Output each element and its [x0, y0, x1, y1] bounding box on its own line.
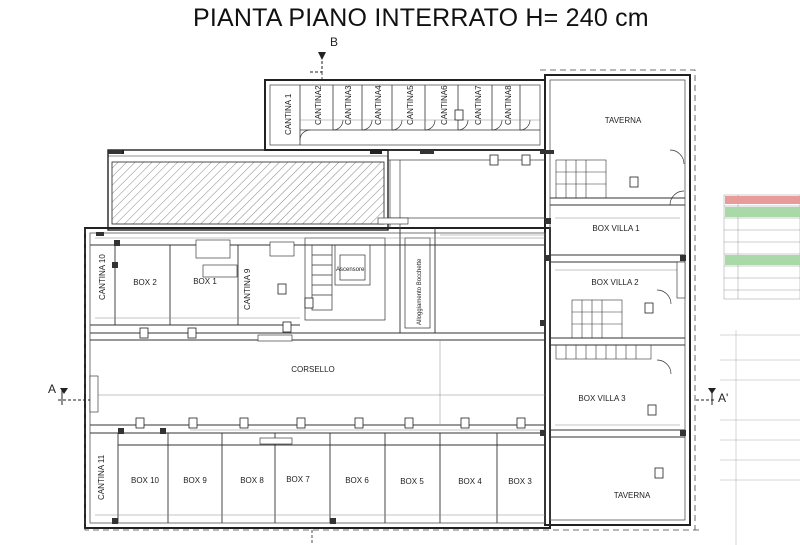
cantina-4-label: CANTINA4: [374, 85, 383, 125]
legend-tail-lines: [720, 330, 800, 545]
box-2-label: BOX 2: [133, 278, 157, 287]
cantina-7-label: CANTINA7: [474, 85, 483, 125]
taverna-top-label: TAVERNA: [605, 116, 642, 125]
legend-green-swatch-2: [725, 255, 800, 265]
box-6-label: BOX 6: [345, 476, 369, 485]
dimension-lines: [95, 119, 680, 516]
alloggiamento-label: Alloggiamento Bocchette: [417, 258, 423, 325]
upper-corridor: [388, 149, 545, 228]
upper-box-row-walls: [90, 228, 545, 434]
box-10-label: BOX 10: [131, 476, 160, 485]
cantina-1-label: CANTINA 1: [284, 93, 293, 135]
box-5-label: BOX 5: [400, 477, 424, 486]
box-9-label: BOX 9: [183, 476, 207, 485]
taverna-bottom-label: TAVERNA: [614, 491, 651, 500]
plan-title: PIANTA PIANO INTERRATO H= 240 cm: [193, 4, 649, 32]
cantina-5-label: CANTINA5: [406, 85, 415, 125]
section-a-prime-label: A': [718, 391, 728, 405]
legend-red-swatch: [725, 196, 800, 204]
small-room-labels: Ascensore Alloggiamento Bocchette: [336, 258, 423, 325]
ramp: [107, 149, 389, 231]
door-arcs-right: [656, 149, 685, 375]
box-villa-2-label: BOX VILLA 2: [591, 278, 639, 287]
corsello-label: CORSELLO: [291, 365, 335, 374]
cantina-9-label: CANTINA 9: [243, 268, 252, 310]
outer-walls: [84, 74, 691, 529]
cantina-8-label: CANTINA8: [504, 85, 513, 125]
stairs-box-villa-2: [571, 299, 623, 339]
box-1-label: BOX 1: [193, 277, 217, 286]
box-7-label: BOX 7: [286, 475, 310, 484]
section-marker-a-prime: A': [696, 388, 728, 405]
stairs-taverna: [555, 159, 607, 199]
dashed-perimeter: [84, 69, 700, 531]
cantine-row: [299, 85, 540, 145]
cantina-11-label: CANTINA 11: [97, 454, 106, 500]
ascensore-label: Ascensore: [336, 267, 365, 273]
section-marker-b: B: [310, 35, 338, 82]
box-3-label: BOX 3: [508, 477, 532, 486]
outer-wall-double: [89, 79, 686, 524]
side-tags: [89, 217, 686, 445]
cantina-3-label: CANTINA3: [344, 85, 353, 125]
section-marker-a: A: [48, 382, 90, 405]
cantina-6-label: CANTINA6: [440, 85, 449, 125]
door-arcs-top: [299, 119, 531, 141]
legend-fragment: [723, 194, 800, 300]
stairs-box-villa-3: [555, 344, 652, 360]
stairwell: [304, 237, 431, 329]
wall-blocks: [96, 150, 686, 524]
section-b-label: B: [330, 35, 338, 49]
box-4-label: BOX 4: [458, 477, 482, 486]
cantina-2-label: CANTINA2: [314, 85, 323, 125]
legend-green-swatch-1: [725, 207, 800, 217]
box-villa-1-label: BOX VILLA 1: [592, 224, 640, 233]
section-a-label: A: [48, 382, 56, 396]
cantine-labels: CANTINA 1 CANTINA2 CANTINA3 CANTINA4 CAN…: [284, 85, 513, 135]
box-8-label: BOX 8: [240, 476, 264, 485]
fixtures: [135, 109, 664, 479]
cantina-10-label: CANTINA 10: [98, 254, 107, 300]
side-cantine-labels: CANTINA 10 CANTINA 9 CANTINA 11: [97, 254, 252, 500]
room-labels: TAVERNA BOX VILLA 1 BOX VILLA 2 BOX VILL…: [131, 116, 651, 500]
box-villa-3-label: BOX VILLA 3: [578, 394, 626, 403]
lower-box-row-walls: [117, 433, 545, 523]
